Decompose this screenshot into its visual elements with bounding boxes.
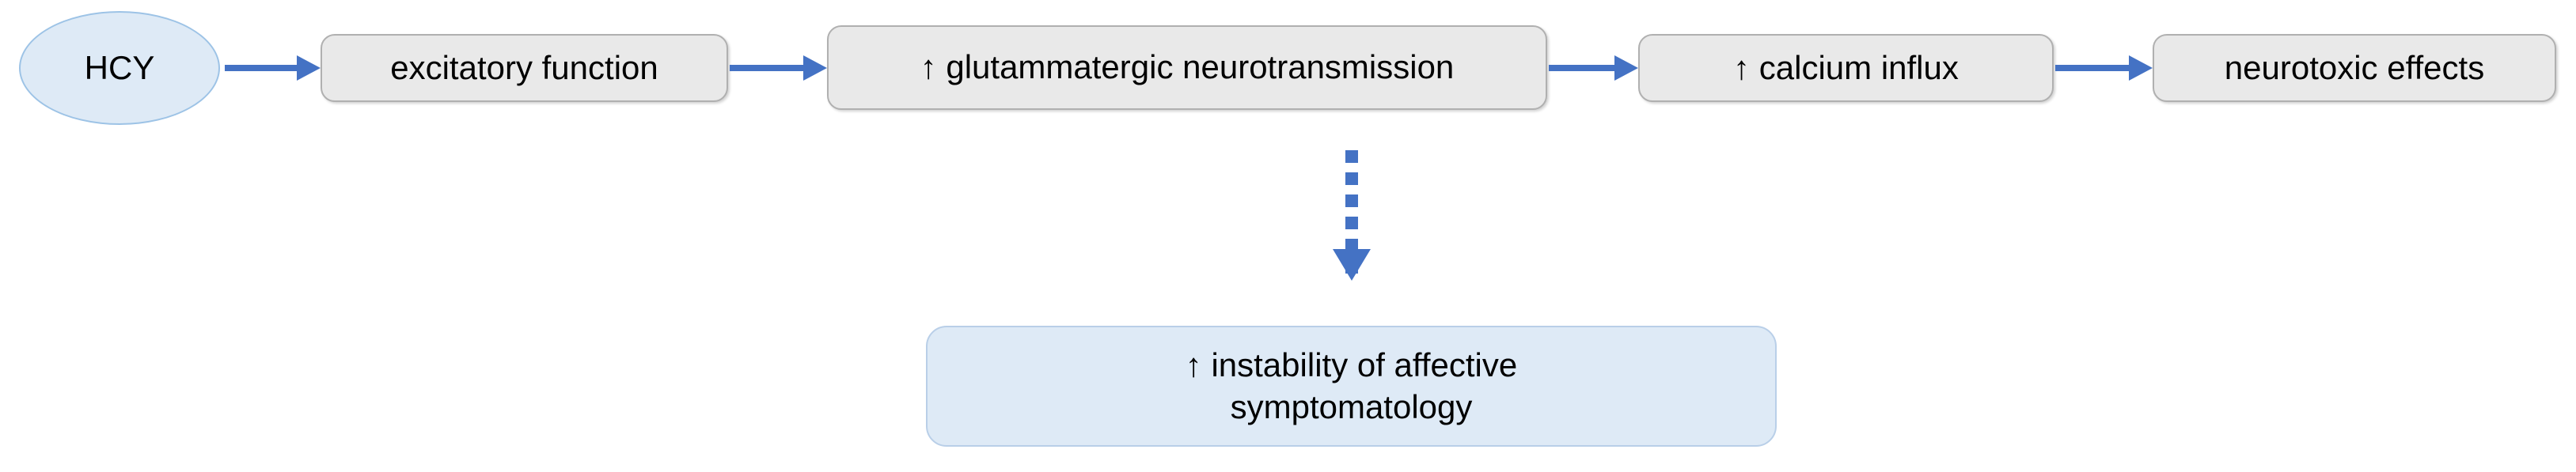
node-excitatory-function[interactable]: excitatory function bbox=[321, 34, 728, 102]
node-neurotoxic-effects[interactable]: neurotoxic effects bbox=[2153, 34, 2556, 102]
arrow-dot bbox=[1345, 194, 1358, 207]
node-calcium-influx-label: ↑ calcium influx bbox=[1733, 48, 1959, 86]
arrow-dot bbox=[1345, 172, 1358, 185]
node-neurotoxic-effects-label: neurotoxic effects bbox=[2224, 48, 2485, 86]
node-calcium-influx[interactable]: ↑ calcium influx bbox=[1638, 34, 2054, 102]
arrow-shaft bbox=[1549, 65, 1617, 71]
node-instability-affective-symptomatology-label: ↑ instability of affective symptomatolog… bbox=[1185, 346, 1518, 425]
arrow-shaft bbox=[225, 65, 299, 71]
arrow-dot bbox=[1345, 239, 1358, 251]
node-hcy[interactable]: HCY bbox=[19, 11, 220, 125]
node-instability-affective-symptomatology[interactable]: ↑ instability of affective symptomatolog… bbox=[926, 326, 1777, 447]
arrow-shaft bbox=[730, 65, 806, 71]
arrow-dot bbox=[1345, 150, 1358, 163]
node-glutammatergic-neurotransmission-label: ↑ glutammatergic neurotransmission bbox=[920, 48, 1455, 86]
arrow-head-down-icon bbox=[1333, 249, 1371, 281]
node-glutammatergic-neurotransmission[interactable]: ↑ glutammatergic neurotransmission bbox=[827, 25, 1547, 110]
node-excitatory-function-label: excitatory function bbox=[390, 48, 658, 86]
arrow-dot bbox=[1345, 217, 1358, 229]
node-hcy-label: HCY bbox=[84, 48, 155, 86]
arrow-head-right-icon bbox=[297, 55, 321, 81]
arrow-head-right-icon bbox=[2129, 55, 2153, 81]
arrow-head-right-icon bbox=[1614, 55, 1638, 81]
arrow-head-right-icon bbox=[803, 55, 827, 81]
arrow-shaft bbox=[2055, 65, 2131, 71]
